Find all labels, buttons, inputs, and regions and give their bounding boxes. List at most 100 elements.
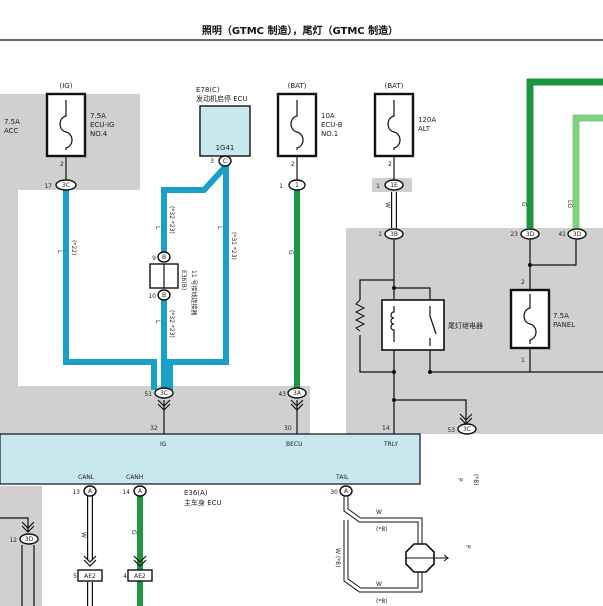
svg-text:2: 2 (60, 161, 64, 168)
tail-relay: 尾灯继电器 (354, 299, 483, 351)
svg-text:3D: 3D (526, 231, 535, 238)
svg-text:120A: 120A (418, 116, 436, 124)
svg-text:1: 1 (279, 183, 283, 190)
svg-text:5: 5 (73, 573, 77, 580)
svg-text:11 号接线连接器: 11 号接线连接器 (190, 270, 198, 316)
wire-labels: L (*22) L (*32 *23) L (*32 *23) L (*31 *… (56, 200, 573, 605)
svg-text:14: 14 (382, 425, 390, 432)
svg-text:(BAT): (BAT) (385, 82, 404, 90)
pin-5-ae2: 5 AE2 (73, 555, 103, 582)
svg-text:51: 51 (144, 391, 152, 398)
svg-text:W: W (80, 532, 87, 538)
pin-3-c: 3 C (210, 155, 232, 167)
svg-text:P: P (464, 545, 471, 549)
lamp-icon (405, 543, 450, 573)
pin-4-ae2: 4 AE2 (123, 555, 153, 582)
ecu-pin-labels: 32 30 14 IG BECU TRLY CANL CANH TAIL (78, 425, 398, 481)
svg-text:A: A (88, 488, 93, 495)
svg-text:(*31 *23): (*31 *23) (230, 232, 237, 260)
svg-text:(*8): (*8) (376, 598, 388, 605)
svg-text:(IG): (IG) (60, 82, 73, 90)
svg-text:PANEL: PANEL (553, 321, 575, 329)
svg-text:尾灯继电器: 尾灯继电器 (448, 321, 483, 330)
svg-text:1G41: 1G41 (216, 144, 235, 152)
svg-text:(*22): (*22) (70, 240, 77, 255)
svg-text:30: 30 (330, 489, 338, 496)
svg-text:BECU: BECU (286, 441, 303, 448)
wire-white-tail (343, 496, 423, 593)
pin-17-3c: 17 3C 2 (44, 161, 77, 191)
svg-text:W: W (376, 581, 382, 588)
svg-text:1: 1 (521, 357, 525, 364)
pin-53-3c: 53 3C (447, 413, 477, 435)
shade-bottom-ecu (0, 486, 42, 606)
svg-text:W (*8): W (*8) (334, 548, 341, 567)
wire-cyan-start-b (167, 166, 229, 390)
svg-text:E78(C): E78(C) (196, 86, 220, 94)
junction-connector-11: E36(B) 11 号接线连接器 (149, 263, 198, 316)
pin-30-a: 30 A (330, 485, 353, 497)
svg-text:NO.1: NO.1 (321, 130, 338, 138)
svg-text:3: 3 (210, 158, 214, 165)
fuse-ecu-ig-no4: (IG) 7.5A ECU-IG NO.4 (45, 82, 114, 158)
wire-white-left (21, 545, 35, 606)
svg-text:LG: LG (566, 200, 573, 208)
svg-text:7.5A: 7.5A (4, 118, 20, 126)
pin-1-f2: 2 1 1 (279, 161, 306, 191)
panel-fuse-pins: 2 1 (521, 279, 525, 364)
svg-text:2: 2 (291, 161, 295, 168)
svg-text:TAIL: TAIL (335, 474, 349, 481)
wire-panel (529, 240, 577, 372)
wire-cyan-start-a (161, 163, 229, 252)
svg-text:(*32 *23): (*32 *23) (168, 310, 175, 338)
start-stop-ecu: E78(C) 发动机启停 ECU 1G41 (196, 86, 251, 157)
svg-text:3C: 3C (62, 182, 70, 189)
svg-text:3A: 3A (293, 390, 302, 397)
svg-text:10: 10 (148, 293, 156, 300)
svg-text:NO.4: NO.4 (90, 130, 108, 138)
svg-text:B: B (162, 292, 166, 299)
svg-text:2: 2 (388, 161, 392, 168)
fuse-panel: 7.5A PANEL (509, 288, 575, 350)
svg-text:A: A (138, 488, 143, 495)
pin-3b: 1 3B (378, 228, 404, 240)
svg-text:发动机启停 ECU: 发动机启停 ECU (196, 94, 248, 103)
svg-text:2: 2 (521, 279, 525, 286)
svg-text:(*32 *23): (*32 *23) (168, 206, 175, 234)
fuse-alt-120a: (BAT) 120A ALT (373, 82, 436, 158)
svg-text:C: C (223, 158, 227, 165)
pin-23-3d: 23 3D (510, 228, 540, 240)
svg-text:3D: 3D (25, 536, 34, 543)
pin-43-3a: 43 3A (278, 387, 307, 411)
svg-text:L: L (154, 226, 161, 230)
svg-text:12: 12 (9, 537, 17, 544)
main-body-ecu-box (0, 433, 421, 485)
svg-text:主车身 ECU: 主车身 ECU (184, 498, 222, 507)
svg-text:17: 17 (44, 183, 52, 190)
svg-text:13: 13 (72, 489, 80, 496)
shade-left (0, 94, 18, 434)
pin-13-a: 13 A (72, 485, 97, 497)
svg-text:43: 43 (278, 391, 286, 398)
svg-text:10A: 10A (321, 112, 335, 120)
wire-green-right (526, 78, 603, 228)
svg-text:ECU-B: ECU-B (321, 121, 343, 129)
svg-text:L: L (154, 320, 161, 324)
svg-text:B: B (162, 254, 166, 261)
pin-12-3d: 12 3D (9, 521, 39, 545)
svg-text:7.5A: 7.5A (553, 312, 569, 320)
svg-text:7.5A: 7.5A (90, 112, 106, 120)
svg-text:32: 32 (150, 425, 158, 432)
svg-text:3D: 3D (573, 231, 582, 238)
svg-text:A: A (344, 488, 349, 495)
diagram-title: 照明（GTMC 制造），尾灯（GTMC 制造） (202, 24, 398, 37)
svg-text:(BAT): (BAT) (288, 82, 307, 90)
svg-text:9: 9 (152, 255, 156, 262)
svg-text:53: 53 (447, 427, 455, 434)
main-body-ecu-label: E36(A) 主车身 ECU (184, 489, 222, 507)
fuse-acc-label: 7.5A ACC (4, 118, 20, 135)
svg-text:14: 14 (122, 489, 130, 496)
pin-10-b: 10 B (148, 289, 171, 301)
svg-text:ACC: ACC (4, 127, 19, 135)
